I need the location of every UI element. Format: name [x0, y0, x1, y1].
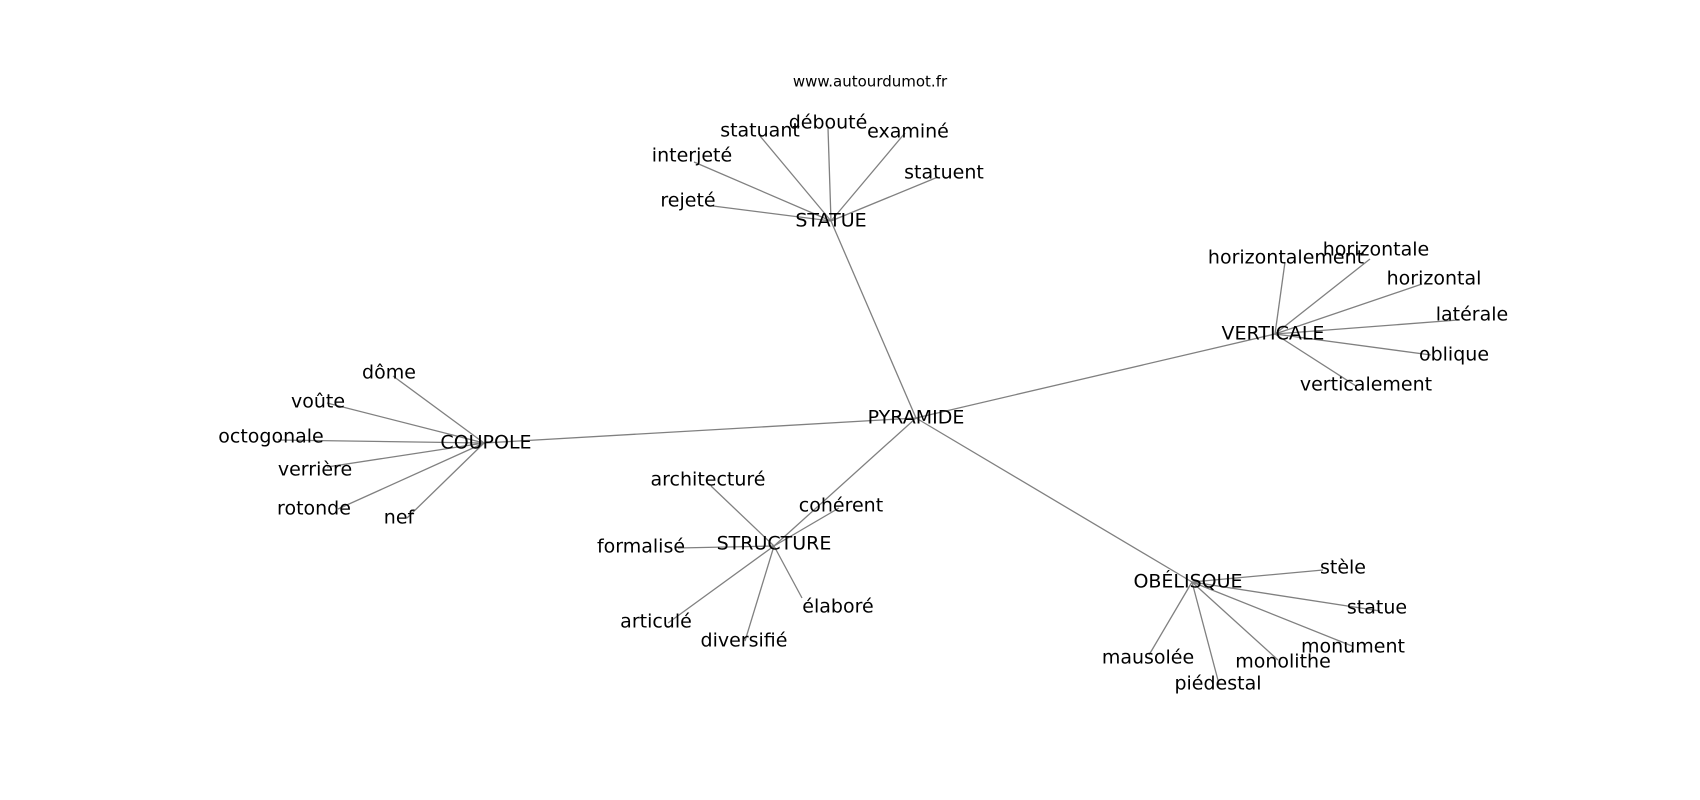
leaf-node-label[interactable]: horizontalement: [1208, 247, 1364, 269]
edge-center-obelisque: [915, 417, 1193, 583]
edge-statue-leaf: [827, 127, 832, 222]
edge-structure-leaf: [773, 545, 803, 599]
center-node-label[interactable]: PYRAMIDE: [868, 407, 965, 429]
leaf-node-label[interactable]: oblique: [1419, 344, 1489, 366]
leaf-node-label[interactable]: rotonde: [277, 498, 351, 520]
graph-edges: [277, 127, 1459, 685]
edge-obelisque-leaf: [1148, 581, 1193, 656]
edge-verticale-leaf: [1274, 333, 1357, 387]
edge-structure-leaf: [677, 545, 775, 549]
leaf-node-label[interactable]: piédestal: [1174, 673, 1261, 695]
leaf-node-label[interactable]: monument: [1301, 636, 1405, 658]
edge-obelisque-leaf: [1191, 581, 1381, 612]
edge-statue-leaf: [712, 205, 832, 222]
edge-coupole-leaf: [326, 402, 485, 444]
edge-center-statue: [830, 220, 917, 419]
edge-structure-leaf: [710, 485, 775, 547]
edge-structure-leaf: [773, 507, 840, 547]
leaf-node-label[interactable]: octogonale: [218, 426, 323, 448]
site-watermark: www.autourdumot.fr: [793, 73, 948, 91]
edge-structure-leaf: [667, 545, 775, 624]
hub-node-verticale-label[interactable]: VERTICALE: [1222, 323, 1325, 345]
hub-node-statue-label[interactable]: STATUE: [795, 210, 866, 232]
edge-coupole-leaf: [337, 442, 485, 510]
edge-verticale-leaf: [1274, 258, 1371, 335]
leaf-node-label[interactable]: articulé: [620, 611, 692, 633]
leaf-node-label[interactable]: stèle: [1320, 557, 1366, 579]
edge-coupole-leaf: [392, 375, 485, 444]
leaf-node-label[interactable]: verticalement: [1300, 374, 1432, 396]
edge-obelisque-leaf: [1191, 569, 1324, 583]
edge-statue-leaf: [830, 176, 939, 222]
leaf-node-label[interactable]: mausolée: [1102, 647, 1194, 669]
edge-coupole-leaf: [406, 442, 485, 519]
edge-obelisque-leaf: [1191, 581, 1353, 647]
edge-statue-leaf: [693, 161, 832, 222]
edge-verticale-leaf: [1274, 333, 1432, 356]
edge-obelisque-leaf: [1191, 581, 1220, 685]
edge-statue-leaf: [759, 135, 832, 222]
leaf-node-label[interactable]: dôme: [362, 362, 416, 384]
leaf-node-label[interactable]: voûte: [291, 391, 345, 413]
leaf-node-label[interactable]: monolithe: [1235, 651, 1331, 673]
hub-node-obelisque-label[interactable]: OBÉLISQUE: [1133, 570, 1242, 593]
edge-center-structure: [773, 417, 917, 547]
edge-structure-leaf: [744, 545, 775, 642]
leaf-node-label[interactable]: architecturé: [651, 469, 766, 491]
edge-center-verticale: [915, 333, 1276, 419]
leaf-node-label[interactable]: diversifié: [701, 630, 788, 652]
edge-center-coupole: [483, 417, 917, 444]
leaf-node-label[interactable]: verrière: [278, 459, 352, 481]
edge-verticale-leaf: [1274, 319, 1459, 335]
leaf-node-label[interactable]: formalisé: [597, 536, 685, 558]
edge-coupole-leaf: [326, 442, 485, 468]
leaf-node-label[interactable]: latérale: [1436, 304, 1508, 326]
edge-verticale-leaf: [1274, 261, 1286, 335]
leaf-node-label[interactable]: élaboré: [802, 596, 873, 618]
leaf-node-label[interactable]: examiné: [867, 121, 949, 143]
edge-statue-leaf: [830, 132, 906, 222]
leaf-node-label[interactable]: nef: [384, 507, 416, 529]
leaf-node-label[interactable]: horizontal: [1387, 268, 1482, 290]
leaf-node-label[interactable]: horizontale: [1323, 239, 1429, 261]
leaf-node-label[interactable]: interjeté: [652, 145, 732, 167]
leaf-node-label[interactable]: statuant: [720, 120, 800, 142]
leaf-node-label[interactable]: rejeté: [660, 190, 715, 212]
hub-node-coupole-label[interactable]: COUPOLE: [440, 432, 531, 454]
leaf-node-label[interactable]: débouté: [789, 112, 868, 134]
leaf-node-label[interactable]: statue: [1347, 597, 1407, 619]
leaf-node-label[interactable]: statuent: [904, 162, 984, 184]
edge-obelisque-leaf: [1191, 581, 1279, 661]
hub-node-structure-label[interactable]: STRUCTURE: [717, 533, 832, 555]
edge-coupole-leaf: [277, 439, 485, 444]
leaf-node-label[interactable]: cohérent: [799, 495, 883, 517]
edge-verticale-leaf: [1274, 283, 1423, 335]
